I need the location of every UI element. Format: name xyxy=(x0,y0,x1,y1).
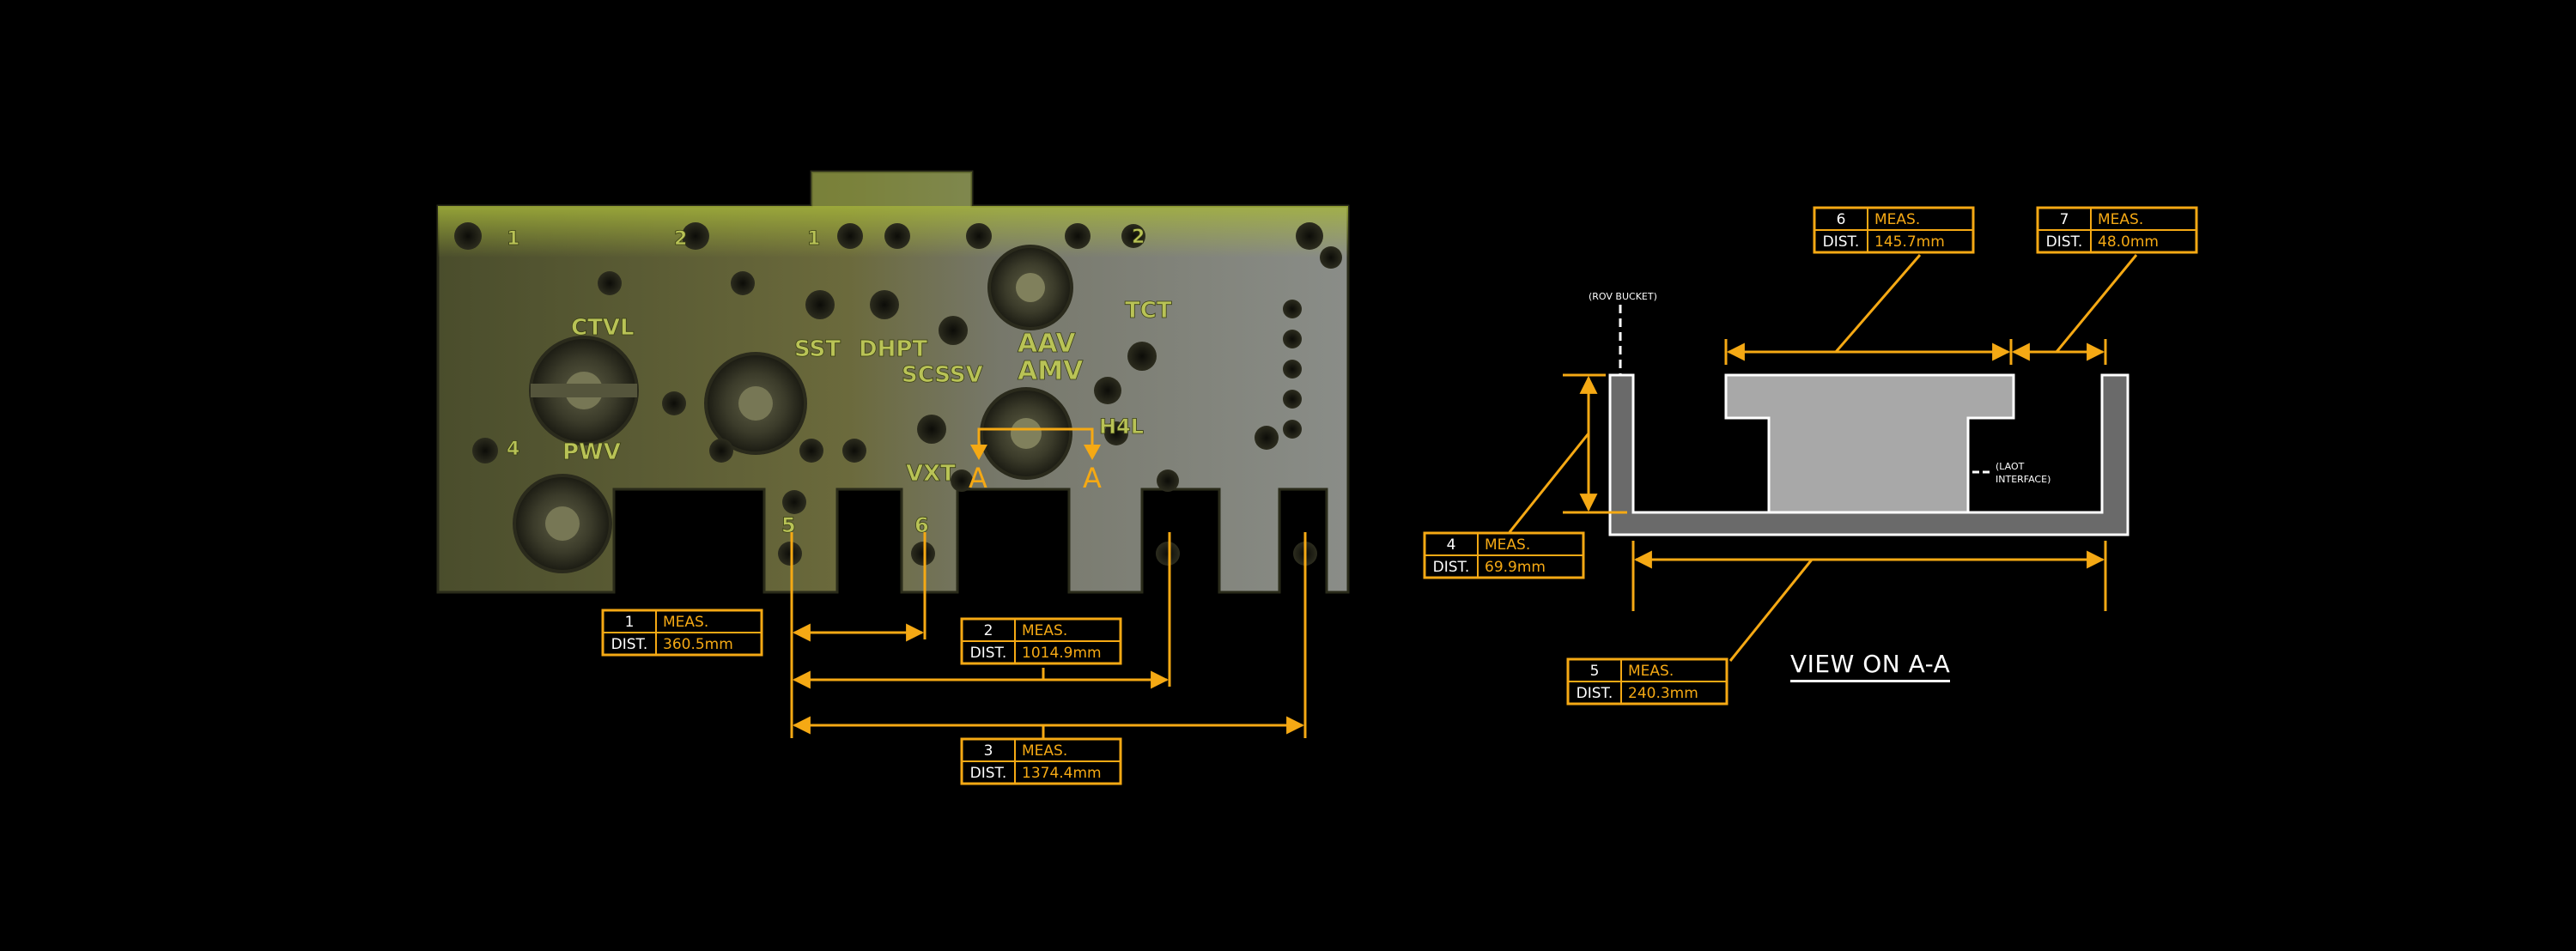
center-valve-knob xyxy=(704,352,807,455)
panel-number-6: 6 xyxy=(914,513,929,537)
panel-label-tct: TCT xyxy=(1125,298,1172,324)
aav-valve-knob xyxy=(987,245,1073,330)
tag-meas-label: MEAS. xyxy=(1628,663,1674,680)
section-view-aa xyxy=(1608,305,2129,536)
tag-dist-label: DIST. xyxy=(970,765,1007,782)
tag-dist-label: DIST. xyxy=(1577,685,1613,702)
panel-holes xyxy=(454,222,1342,566)
panel-label-amv: AMV xyxy=(1018,356,1084,386)
pwv-valve-knob xyxy=(513,474,612,573)
measurement-tag-4: 4 MEAS. DIST. 69.9mm xyxy=(1423,531,1585,579)
measurement-tag-3: 3 MEAS. DIST. 1374.4mm xyxy=(960,737,1122,785)
section-marker-aa xyxy=(970,427,1101,460)
view-title: VIEW ON A-A xyxy=(1790,650,1951,682)
dimension-lines-section xyxy=(1508,254,2138,662)
dimension-6-leader xyxy=(1834,254,1922,353)
section-label-right: A xyxy=(1083,462,1102,494)
dimension-7-leader xyxy=(2055,254,2138,353)
panel-number-4: 4 xyxy=(507,439,519,460)
panel-label-pwv: PWV xyxy=(562,439,621,465)
tag-meas-label: MEAS. xyxy=(663,614,708,631)
ctvl-valve-knob xyxy=(529,336,639,445)
tag-dist-label: DIST. xyxy=(970,645,1007,662)
section-t-block xyxy=(1724,373,2015,514)
panel-label-scssv: SCSSV xyxy=(902,362,983,388)
section-arrow-right xyxy=(1084,445,1101,460)
section-arrow-left xyxy=(970,445,987,460)
tag-dist-value: 145.7mm xyxy=(1874,233,1945,251)
panel-label-dhpt: DHPT xyxy=(859,336,927,362)
dimension-lines-panel xyxy=(790,532,1307,740)
tag-dist-label: DIST. xyxy=(1823,233,1860,251)
measurement-tag-2: 2 MEAS. DIST. 1014.9mm xyxy=(960,617,1122,665)
tag-dist-value: 240.3mm xyxy=(1628,685,1698,702)
panel-label-ctvl: CTVL xyxy=(571,315,635,341)
tag-meas-label: MEAS. xyxy=(1485,536,1530,554)
section-outer-channel xyxy=(1608,373,2129,536)
tag-number: 2 xyxy=(984,622,993,639)
measurement-tag-1: 1 MEAS. DIST. 360.5mm xyxy=(601,609,763,657)
tag-meas-label: MEAS. xyxy=(2098,211,2143,228)
tag-number: 5 xyxy=(1590,663,1600,680)
amv-valve-knob xyxy=(980,387,1072,480)
tag-number: 4 xyxy=(1447,536,1456,554)
tag-dist-label: DIST. xyxy=(1433,559,1470,576)
tag-dist-label: DIST. xyxy=(611,636,648,653)
panel-label-aav: AAV xyxy=(1018,329,1076,359)
tag-dist-value: 1014.9mm xyxy=(1022,645,1102,662)
tag-dist-value: 48.0mm xyxy=(2098,233,2159,251)
tag-dist-value: 69.9mm xyxy=(1485,559,1546,576)
tag-number: 6 xyxy=(1837,211,1846,228)
section-line xyxy=(977,427,1094,446)
section-label-left: A xyxy=(969,462,987,494)
panel-label-vxt: VXT xyxy=(906,461,956,487)
control-panel: CTVL PWV SST DHPT SCSSV AAV AMV TCT VXT … xyxy=(436,170,1350,594)
dimension-4-leader xyxy=(1508,433,1590,533)
panel-number-2b: 2 xyxy=(1132,227,1145,248)
panel-number-2a: 2 xyxy=(674,228,687,250)
measurement-tag-5: 5 MEAS. DIST. 240.3mm xyxy=(1566,657,1728,706)
measurement-tag-6: 6 MEAS. DIST. 145.7mm xyxy=(1813,206,1975,254)
tag-number: 3 xyxy=(984,742,993,760)
tag-dist-value: 1374.4mm xyxy=(1022,765,1102,782)
panel-number-5: 5 xyxy=(781,513,796,537)
tag-number: 1 xyxy=(625,614,635,631)
note-laot-line1: (LAOT xyxy=(1996,461,2025,472)
panel-number-1b: 1 xyxy=(807,228,820,250)
tag-meas-label: MEAS. xyxy=(1022,622,1067,639)
panel-number-1a: 1 xyxy=(507,228,519,250)
tag-dist-label: DIST. xyxy=(2046,233,2083,251)
tag-dist-value: 360.5mm xyxy=(663,636,733,653)
note-laot-line2: INTERFACE) xyxy=(1996,474,2050,485)
dimension-5-leader xyxy=(1728,559,1814,662)
tag-meas-label: MEAS. xyxy=(1022,742,1067,760)
panel-label-h4l: H4L xyxy=(1099,415,1144,439)
panel-label-sst: SST xyxy=(794,336,841,362)
measurement-tag-7: 7 MEAS. DIST. 48.0mm xyxy=(2036,206,2198,254)
tag-number: 7 xyxy=(2060,211,2069,228)
note-rov-bucket: (ROV BUCKET) xyxy=(1589,291,1657,302)
tag-meas-label: MEAS. xyxy=(1874,211,1920,228)
